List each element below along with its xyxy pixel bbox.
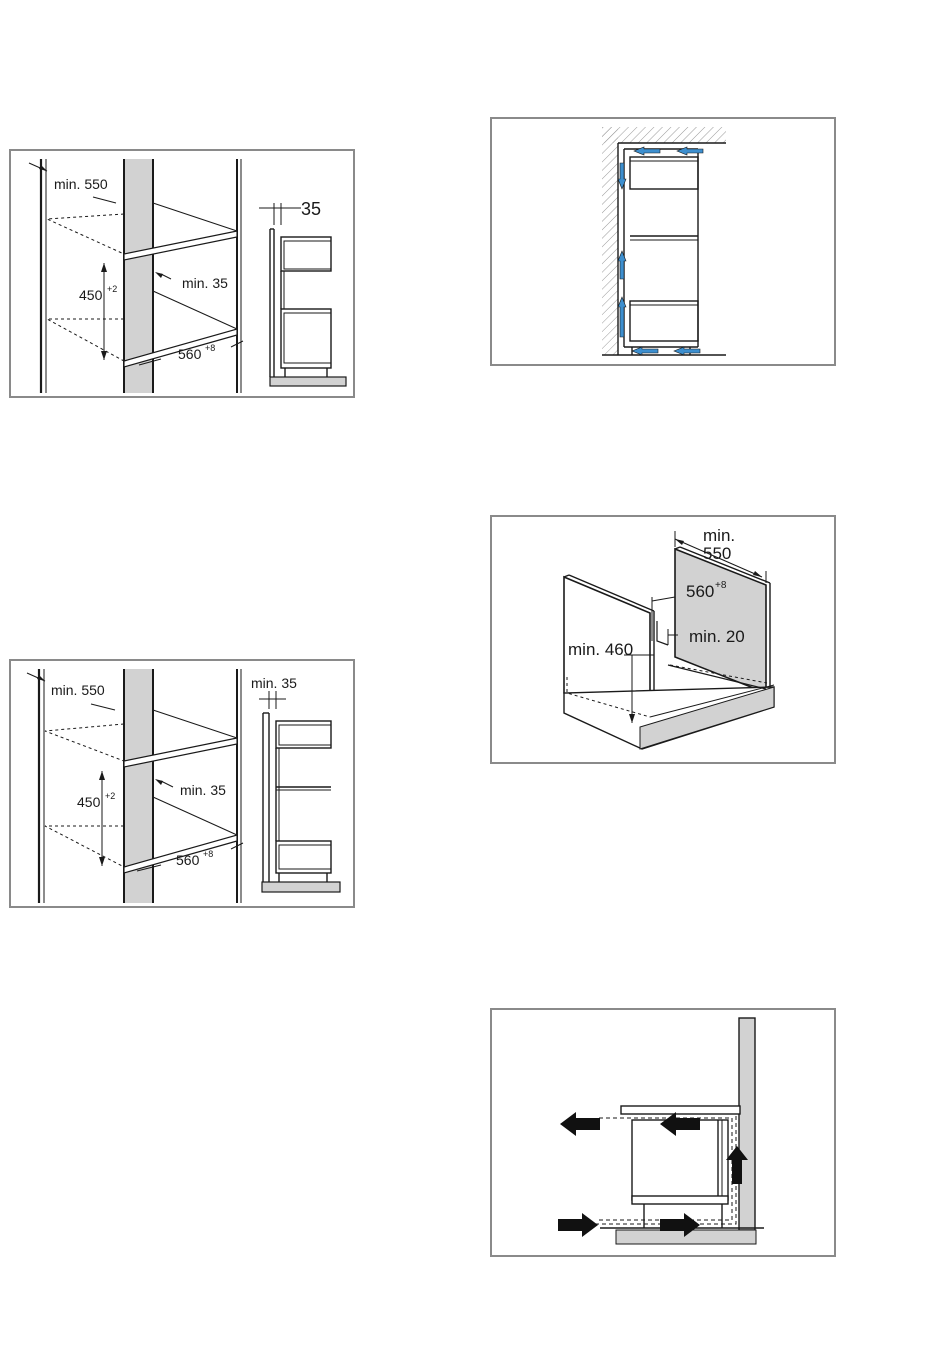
f3-side-label: min. 35 <box>251 675 297 691</box>
f4-gap-label: min. 20 <box>689 627 745 646</box>
f4-height-label: min. 460 <box>568 640 633 659</box>
f1-width-tolerance: +8 <box>205 343 215 353</box>
f3-width-tolerance: +8 <box>203 849 213 859</box>
figure-4-base-unit-dimensions: min. 550 560 +8 min. 460 min. 20 <box>490 515 836 764</box>
figure-2-ventilation-tall-cabinet <box>490 117 836 366</box>
f3-width-label: 560 <box>176 852 200 868</box>
f1-gap-label: min. 35 <box>182 275 228 291</box>
figure-4-drawing: min. 550 560 +8 min. 460 min. 20 <box>492 517 838 766</box>
f4-width-tolerance: +8 <box>715 580 727 591</box>
f1-width-label: 560 <box>178 346 202 362</box>
figure-1-drawing: min. 550 450 +2 min. 35 560 +8 35 <box>11 151 357 400</box>
f1-height-tolerance: +2 <box>107 284 117 294</box>
figure-3-tall-cabinet-dimensions: min. 550 450 +2 min. 35 560 +8 min. 35 <box>9 659 355 908</box>
f4-depth-label-line2: 550 <box>703 544 731 563</box>
f3-depth-label: min. 550 <box>51 682 105 698</box>
f1-height-label: 450 <box>79 287 103 303</box>
f4-width-label: 560 <box>686 582 714 601</box>
f4-depth-label-line1: min. <box>703 526 735 545</box>
figure-5-drawing <box>492 1010 838 1259</box>
f3-height-tolerance: +2 <box>105 791 115 801</box>
figure-5-airflow-base-unit <box>490 1008 836 1257</box>
f3-height-label: 450 <box>77 794 101 810</box>
f1-side-label: 35 <box>301 199 321 219</box>
f1-depth-label: min. 550 <box>54 176 108 192</box>
figure-1-tall-cabinet-dimensions: min. 550 450 +2 min. 35 560 +8 35 <box>9 149 355 398</box>
figure-3-drawing: min. 550 450 +2 min. 35 560 +8 min. 35 <box>11 661 357 910</box>
figure-2-drawing <box>492 119 838 368</box>
f3-gap-label: min. 35 <box>180 782 226 798</box>
